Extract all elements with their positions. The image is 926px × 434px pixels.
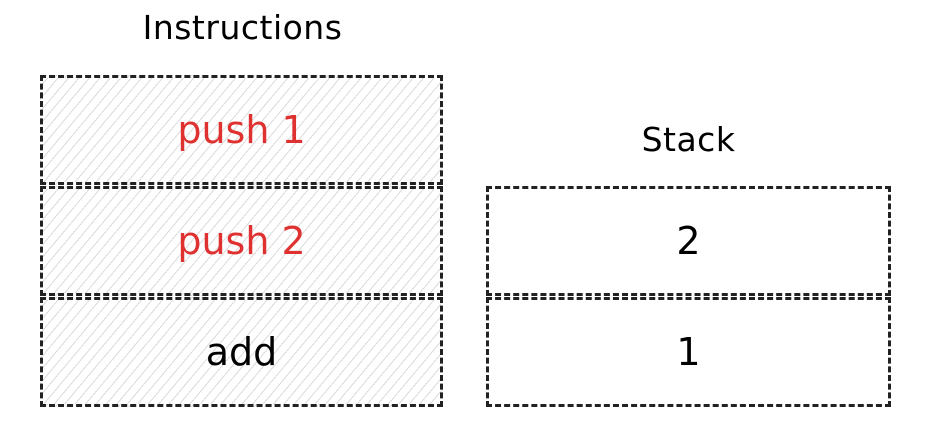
instruction-cell: push 2	[40, 186, 443, 296]
instruction-label: push 1	[177, 108, 306, 152]
instructions-title: Instructions	[142, 8, 343, 47]
stack-value: 1	[676, 330, 701, 374]
instruction-label: add	[205, 330, 278, 374]
stack-value: 2	[676, 219, 701, 263]
instruction-label: push 2	[177, 219, 306, 263]
instruction-cell: push 1	[40, 75, 443, 185]
stack-title: Stack	[641, 120, 736, 159]
instruction-cell: add	[40, 297, 443, 407]
stack-cell: 2	[486, 186, 891, 296]
stack-cell: 1	[486, 297, 891, 407]
